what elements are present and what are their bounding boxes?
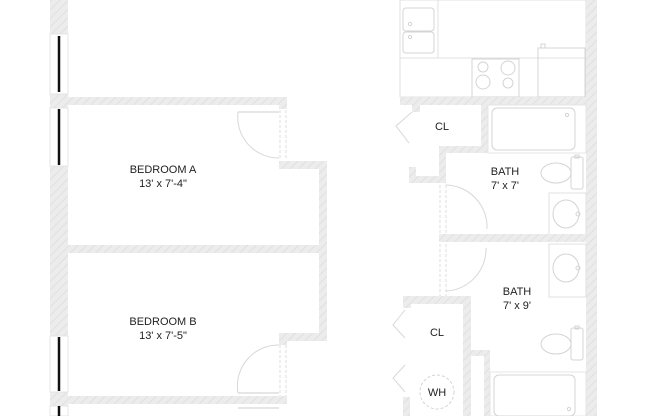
closet-1-walls — [400, 97, 586, 183]
room-dimensions: 7' x 9' — [502, 300, 532, 312]
room-label-closet-2: CL — [430, 326, 444, 340]
bedroom-b-walls — [68, 341, 287, 404]
room-label-closet-1: CL — [435, 120, 449, 134]
room-name: BATH — [502, 286, 532, 298]
room-name: BEDROOM B — [129, 316, 197, 328]
bedroom-a-door[interactable] — [237, 110, 287, 160]
right-exterior-wall — [586, 0, 597, 416]
window-1 — [49, 33, 69, 95]
room-name: WH — [427, 387, 447, 399]
room-name: CL — [429, 327, 445, 339]
toilet-icon — [540, 154, 584, 190]
stove-icon — [471, 58, 520, 98]
window-3 — [49, 335, 69, 393]
bath-divider-wall — [439, 234, 586, 242]
room-label-bedroom-a: BEDROOM A 13' x 7'-4" — [130, 163, 197, 191]
room-label-water-heater: WH — [428, 386, 446, 400]
bath-1-door[interactable] — [439, 184, 488, 234]
bath-2-door[interactable] — [439, 244, 487, 296]
bedroom-a-walls — [50, 97, 327, 341]
room-name: CL — [434, 121, 450, 133]
room-label-bath-2: BATH 7' x 9' — [503, 285, 532, 313]
room-dimensions: 7' x 7' — [490, 180, 520, 192]
water-heater-icon — [419, 374, 455, 410]
bathtub-icon — [487, 104, 587, 154]
closet-2-bifold-door[interactable] — [392, 309, 406, 393]
window-4 — [49, 405, 69, 416]
toilet-icon — [540, 325, 584, 361]
room-label-bedroom-b: BEDROOM B 13' x 7'-5" — [129, 315, 196, 343]
room-name: BATH — [490, 166, 520, 178]
kitchen-sink-icon — [402, 7, 435, 54]
refrigerator-icon — [537, 43, 586, 98]
room-name: BEDROOM A — [129, 164, 197, 176]
closet-2-walls — [403, 296, 490, 416]
room-dimensions: 13' x 7'-5" — [139, 330, 187, 342]
closet-1-bifold-door[interactable] — [395, 111, 413, 144]
room-label-bath-1: BATH 7' x 7' — [491, 165, 520, 193]
bathroom-sink-icon — [548, 192, 587, 238]
bathtub-icon — [489, 371, 587, 416]
window-2 — [49, 107, 69, 167]
bathroom-sink-icon — [548, 243, 587, 298]
bedroom-b-door[interactable] — [236, 344, 287, 409]
room-dimensions: 13' x 7'-4" — [139, 178, 187, 190]
